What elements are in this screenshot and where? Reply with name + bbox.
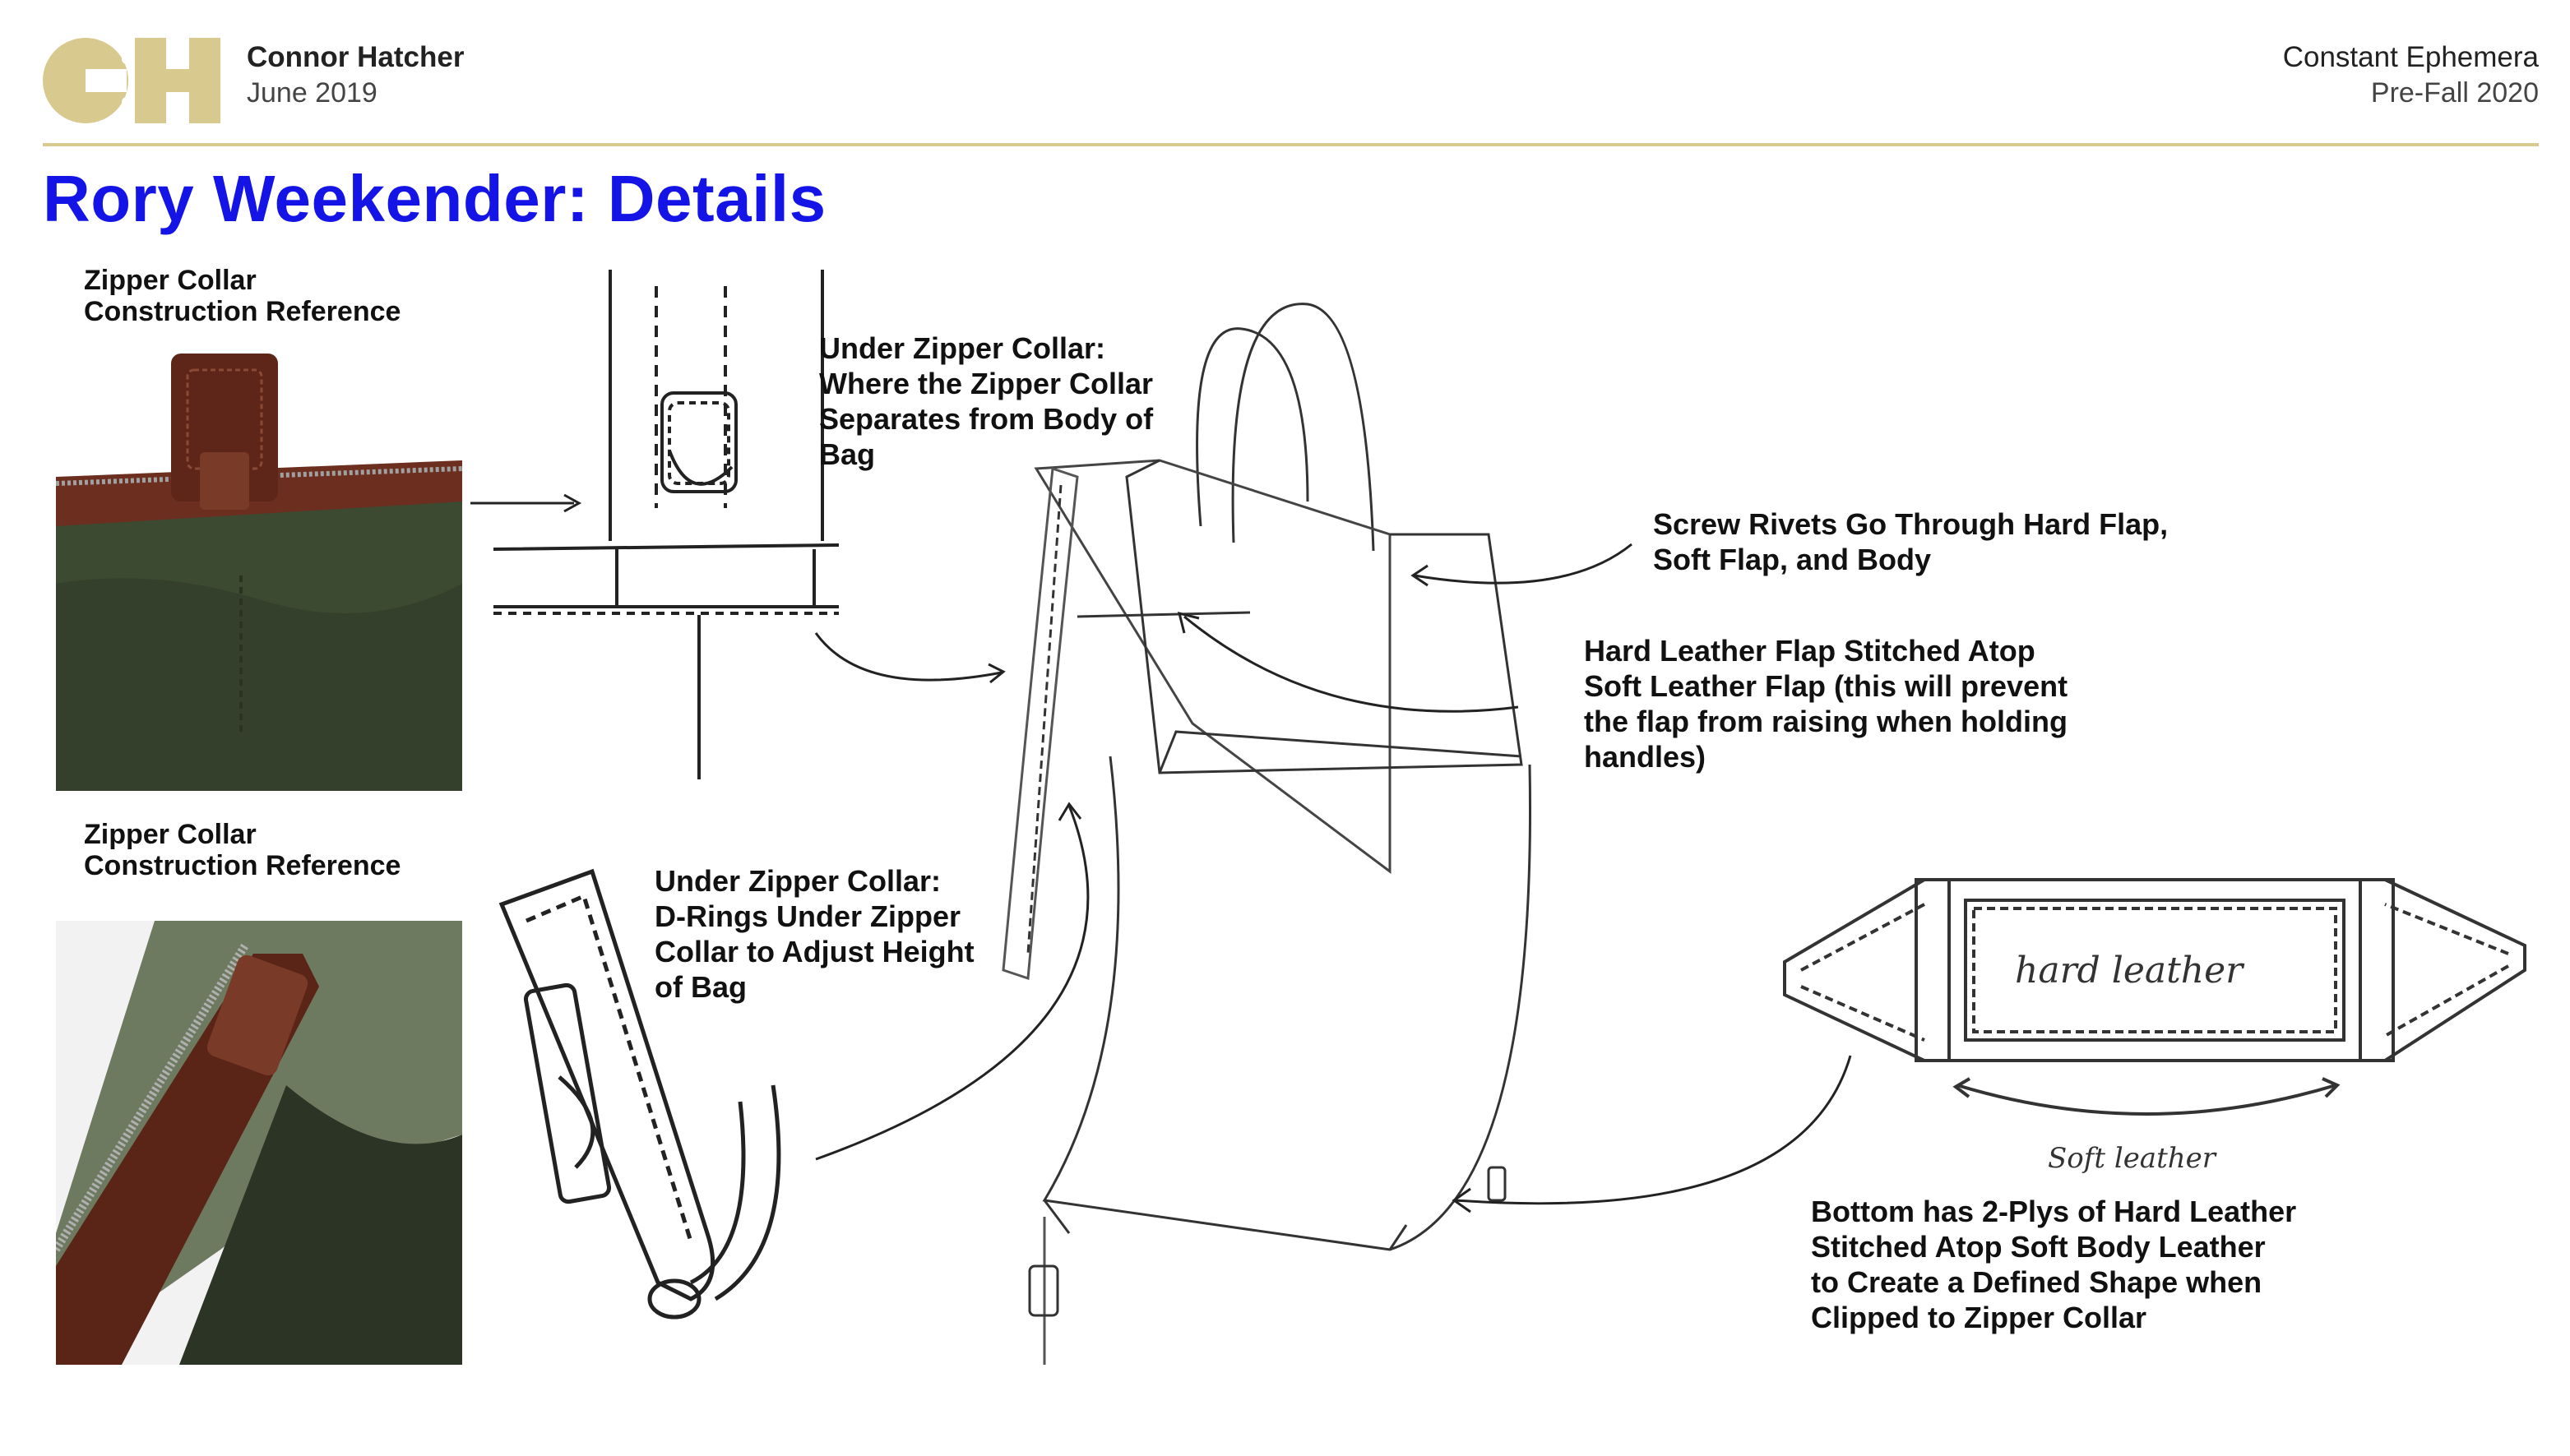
bottom-panel-sketch: hard leather Soft leather (1776, 863, 2533, 1176)
arrow-icon (470, 493, 582, 513)
reference-photo-2 (56, 921, 462, 1365)
page-title: Rory Weekender: Details (43, 162, 827, 235)
callout-bottom-plys: Bottom has 2-Plys of Hard Leather Stitch… (1811, 1195, 2297, 1334)
weekender-bag-sketch (979, 296, 1538, 1373)
arrow-icon (814, 632, 1006, 684)
brand-logo: CH (43, 38, 220, 123)
hard-leather-annotation: hard leather (2015, 950, 2245, 991)
arrow-icon (1410, 543, 1632, 587)
author-name: Connor Hatcher (247, 41, 465, 73)
photo-label-2: Zipper Collar Construction Reference (84, 819, 401, 881)
season-label: Pre-Fall 2020 (2370, 77, 2539, 109)
callout-under-collar-separates: Under Zipper Collar: Where the Zipper Co… (819, 331, 1154, 471)
photo-label-1: Zipper Collar Construction Reference (84, 265, 401, 327)
arrow-icon (815, 802, 1090, 1161)
d-ring-strap-sketch (493, 855, 839, 1332)
arrow-icon (1177, 611, 1519, 713)
reference-photo-1 (56, 337, 462, 791)
callout-under-collar-drings: Under Zipper Collar: D-Rings Under Zippe… (655, 864, 975, 1004)
header-divider (43, 143, 2539, 146)
arrow-icon (1452, 1055, 1852, 1213)
collar-separation-sketch (493, 261, 840, 788)
callout-hard-leather-flap: Hard Leather Flap Stitched Atop Soft Lea… (1584, 634, 2068, 774)
collection-name: Constant Ephemera (2282, 41, 2539, 73)
callout-screw-rivets: Screw Rivets Go Through Hard Flap, Soft … (1653, 507, 2169, 576)
author-date: June 2019 (247, 77, 377, 109)
ch-monogram-icon (43, 38, 220, 123)
soft-leather-annotation: Soft leather (2048, 1142, 2217, 1175)
